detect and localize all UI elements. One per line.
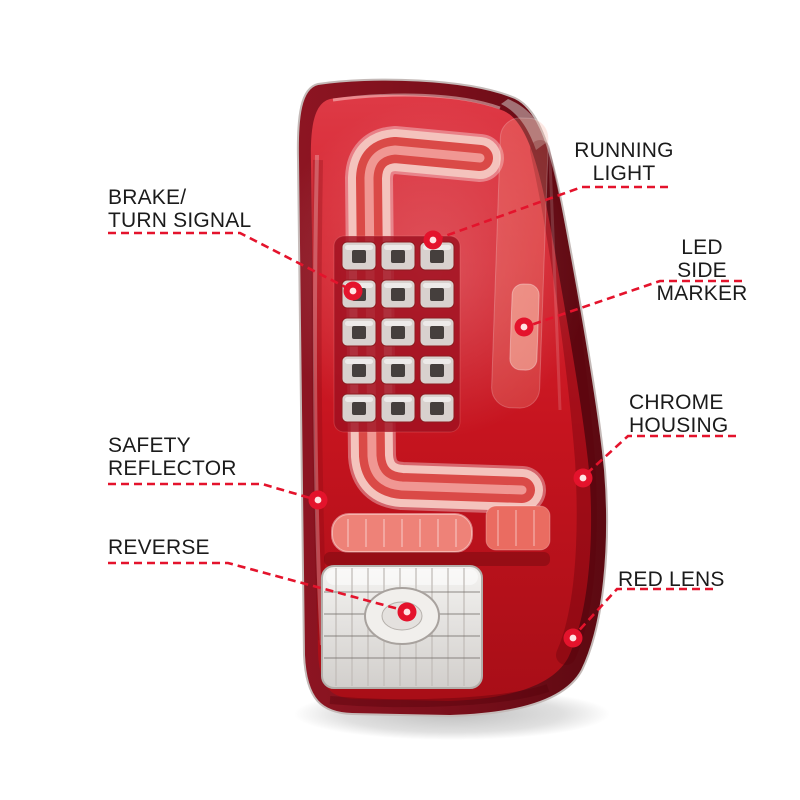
annotation-running-light [423,185,668,250]
annotation-brake-turn-signal [108,231,363,301]
annotation-reverse [108,561,417,622]
label-running-light: RUNNING LIGHT [574,139,674,185]
label-reverse: REVERSE [108,536,210,559]
label-red-lens: RED LENS [618,568,725,591]
label-brake-turn-signal: BRAKE/ TURN SIGNAL [108,186,252,232]
side-reflector [485,505,551,551]
annotation-led-side-marker [514,279,742,337]
annotation-chrome-housing [573,434,736,488]
brake-turn-led-grid [333,235,461,433]
label-chrome-housing: CHROME HOUSING [629,391,729,437]
safety-reflector-bar [331,513,473,553]
label-led-side-marker: LED SIDE MARKER [656,236,748,305]
annotation-red-lens [563,587,713,648]
label-safety-reflector: SAFETY REFLECTOR [108,434,237,480]
annotation-safety-reflector [108,482,328,510]
lens-divider-band [324,552,550,566]
